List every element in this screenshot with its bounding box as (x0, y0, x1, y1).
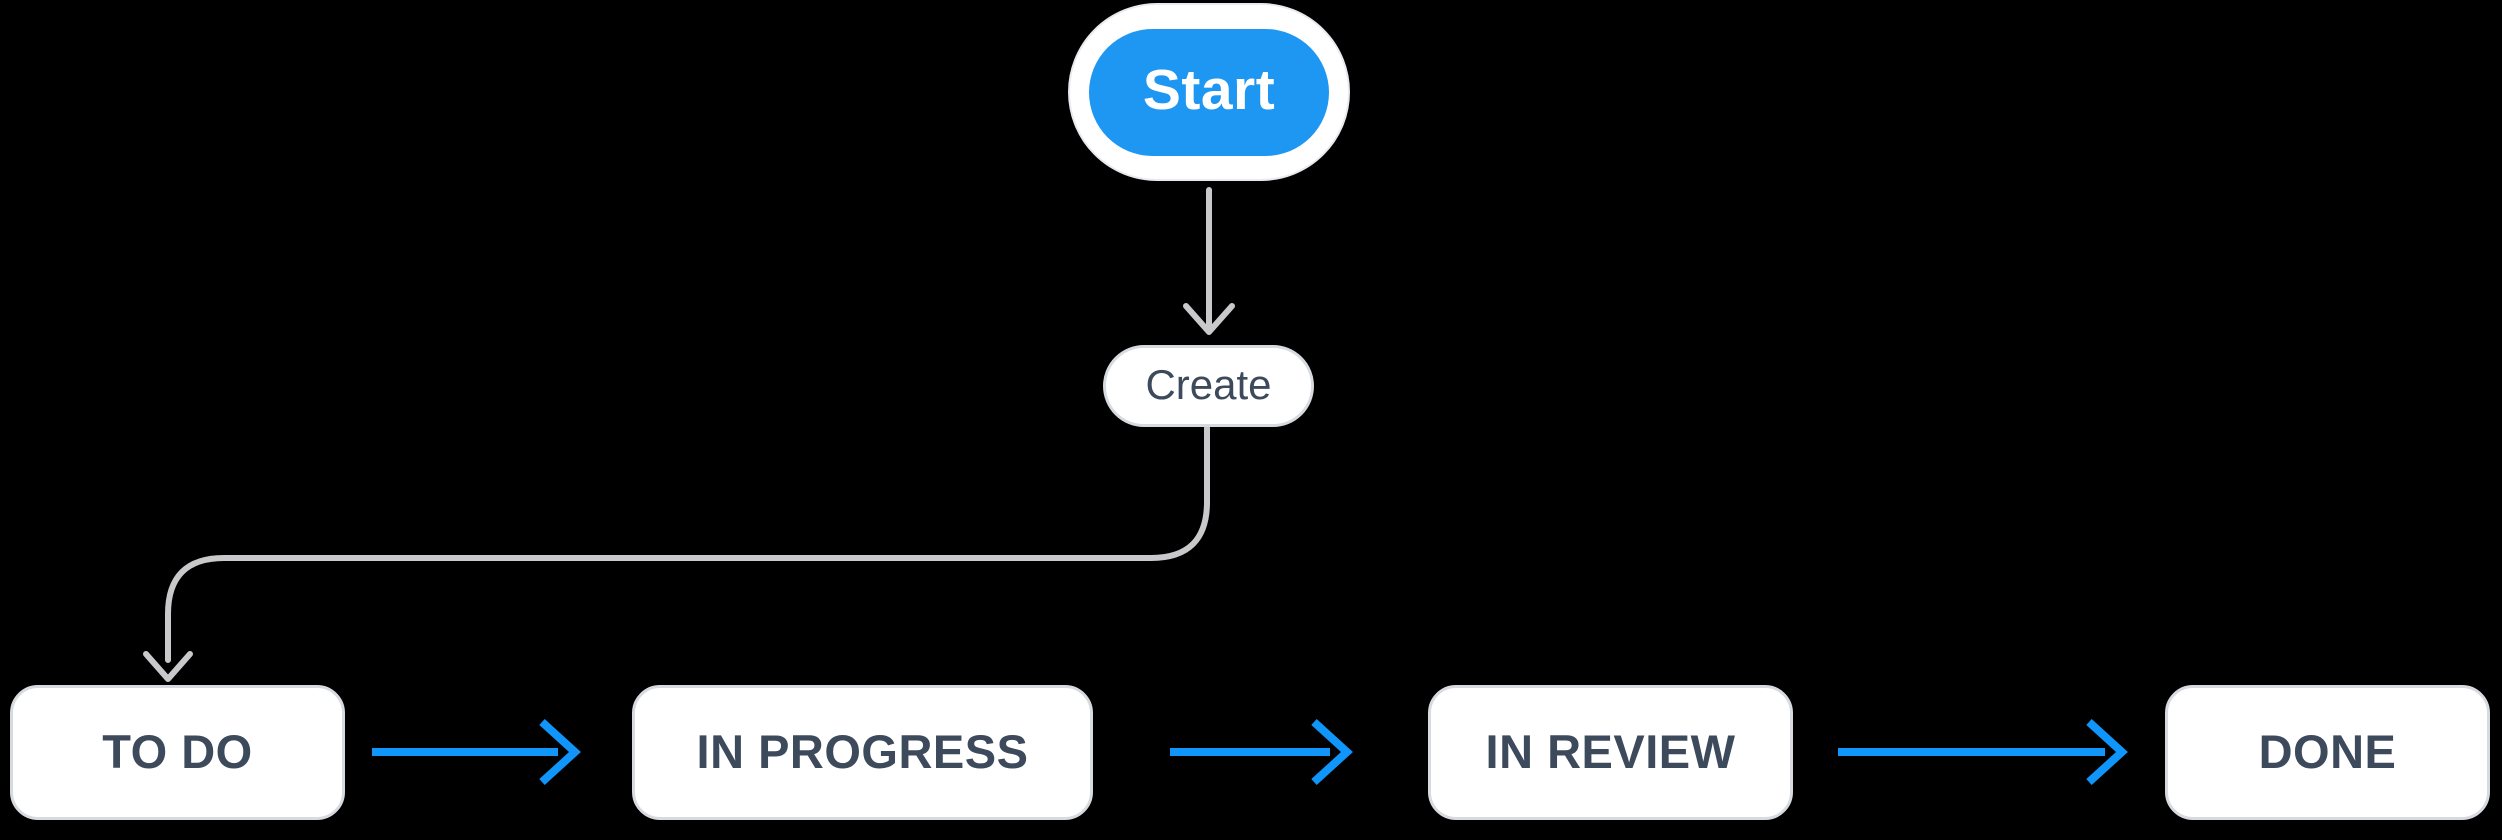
edge-start-to-create (1183, 187, 1235, 335)
edge-inprogress-to-inreview (1170, 719, 1353, 785)
arrowhead-down-icon (1183, 303, 1235, 335)
start-node-label: Start (1142, 58, 1276, 122)
arrowhead-down-icon (143, 651, 193, 682)
status-node-label: TO DO (102, 725, 253, 778)
start-node: Start (1068, 3, 1350, 181)
start-node-pill: Start (1089, 28, 1329, 156)
status-node-label: IN REVIEW (1485, 725, 1736, 778)
status-node-label: DONE (2258, 725, 2397, 778)
edge-create-to-todo (143, 425, 1210, 682)
edge-inreview-to-done (1838, 719, 2128, 785)
edge-line (165, 425, 1210, 663)
arrowhead-right-icon (1311, 719, 1353, 785)
status-node-in-progress: IN PROGRESS (632, 685, 1093, 820)
status-node-in-review: IN REVIEW (1428, 685, 1793, 820)
arrowhead-right-icon (2086, 719, 2128, 785)
arrowhead-right-icon (539, 719, 581, 785)
create-node: Create (1103, 345, 1314, 427)
status-node-done: DONE (2165, 685, 2490, 820)
edge-todo-to-inprogress (372, 719, 581, 785)
status-node-todo: TO DO (10, 685, 345, 820)
status-node-label: IN PROGRESS (696, 725, 1029, 778)
create-node-label: Create (1145, 360, 1272, 408)
